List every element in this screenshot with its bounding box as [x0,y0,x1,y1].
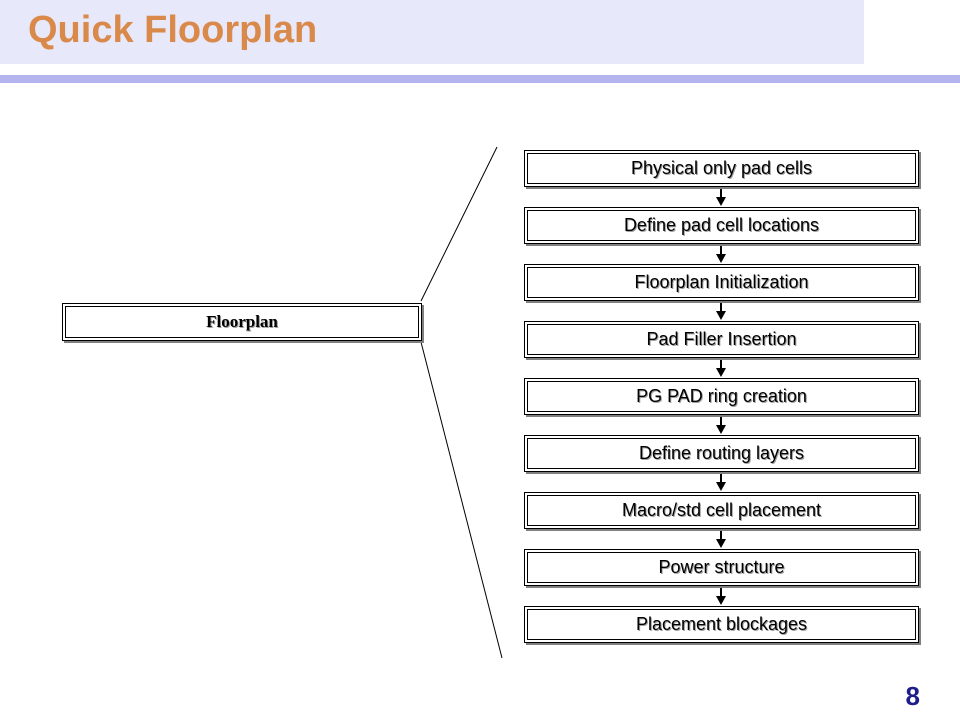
fan-line-top [420,146,498,302]
step-arrow-head [716,425,726,434]
step-label: Floorplan Initialization [634,272,809,292]
step-arrow-head [716,254,726,263]
step-label: Power structure [658,557,785,577]
step-label: Define pad cell locations [623,215,820,235]
step-arrow-head [716,197,726,206]
step-label: Pad Filler Insertion [646,329,797,349]
step-label: Physical only pad cells [630,158,813,178]
step-label: PG PAD ring creation [636,386,807,406]
step-arrow-head [716,539,726,548]
step-arrow-head [716,596,726,605]
step-box-pg-pad-ring-creation: PG PAD ring creation [524,378,919,415]
step-box-power-structure: Power structure [524,549,919,586]
step-box-placement-blockages: Placement blockages [524,606,919,643]
fan-line-bottom [420,341,503,659]
title-band: Quick Floorplan [0,0,864,64]
slide-title: Quick Floorplan [28,9,318,51]
title-divider [0,75,960,83]
step-arrows [716,188,726,605]
floorplan-root-box: Floorplan [62,303,422,341]
step-label: Define routing layers [638,443,805,463]
step-arrow-head [716,368,726,377]
step-arrow-head [716,311,726,320]
step-arrow-head [716,482,726,491]
step-box-pad-filler-insertion: Pad Filler Insertion [524,321,919,358]
step-box-macro-std-cell-placement: Macro/std cell placement [524,492,919,529]
step-box-floorplan-initialization: Floorplan Initialization [524,264,919,301]
page-number: 8 [905,681,920,711]
step-label: Placement blockages [635,614,808,634]
floorplan-root-label: Floorplan [206,312,278,331]
step-label: Macro/std cell placement [621,500,822,520]
step-box-define-pad-cell-locations: Define pad cell locations [524,207,919,244]
step-box-define-routing-layers: Define routing layers [524,435,919,472]
step-box-physical-only-pad-cells: Physical only pad cells [524,150,919,187]
